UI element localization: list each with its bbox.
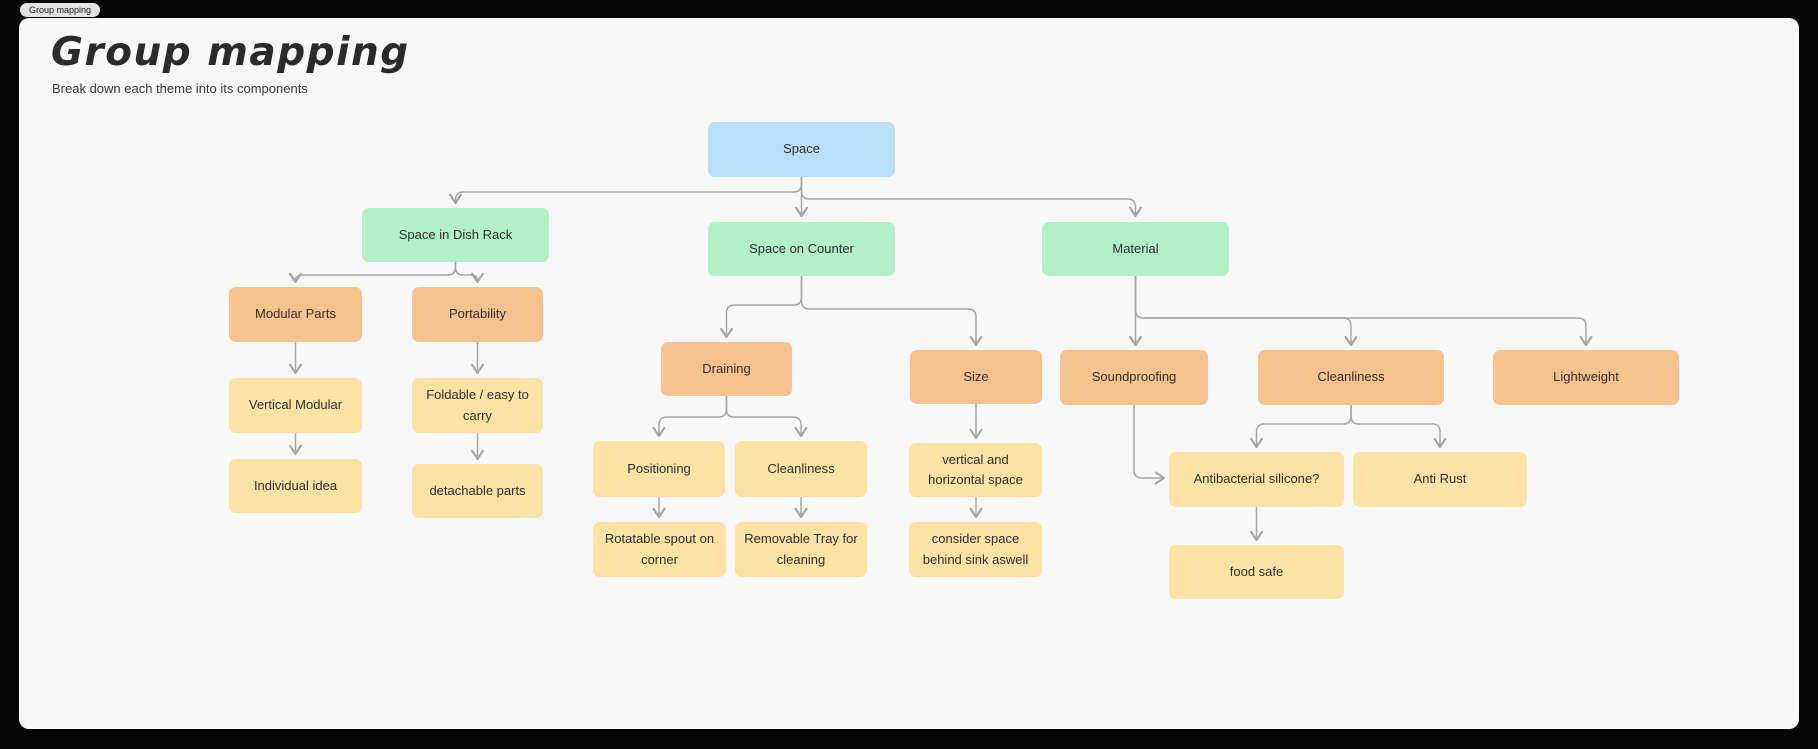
node-label: detachable parts [429,482,526,498]
node-rotatable-spout-on-corner[interactable]: Rotatable spout on corner [593,522,726,577]
board-tab-label: Group mapping [29,5,92,15]
node-antibacterial-silicone[interactable]: Antibacterial silicone? [1169,452,1344,507]
node-label: Portability [448,306,507,322]
node-label: Space on Counter [749,240,854,256]
node-modular-parts[interactable]: Modular Parts [229,287,362,342]
node-space-in-dish-rack[interactable]: Space in Dish Rack [362,208,549,262]
node-cleanliness-draining[interactable]: Cleanliness [735,441,867,497]
node-label: food safe [1229,563,1284,579]
node-foldable-easy-to-carry[interactable]: Foldable / easy to carry [412,378,543,433]
node-detachable-parts[interactable]: detachable parts [412,464,543,518]
node-individual-idea[interactable]: Individual idea [229,459,362,513]
node-label: Vertical Modular [248,397,343,413]
node-removable-tray[interactable]: Removable Tray for cleaning [735,522,867,577]
node-label: Foldable / easy to carry [426,387,529,423]
node-label: Lightweight [1553,369,1619,385]
node-label: Modular Parts [255,306,336,322]
node-label: consider space behind sink aswell [922,531,1029,567]
node-lightweight[interactable]: Lightweight [1493,350,1679,405]
node-label: Removable Tray for cleaning [744,531,858,567]
node-label: Individual idea [253,477,338,493]
board-title: Group mapping [51,30,410,75]
node-label: Size [963,368,989,384]
node-label: Cleanliness [767,460,835,476]
node-food-safe[interactable]: food safe [1169,545,1344,599]
node-anti-rust[interactable]: Anti Rust [1353,452,1527,507]
node-space[interactable]: Space [708,122,895,177]
node-label: Soundproofing [1091,369,1177,385]
board-subtitle: Break down each theme into its component… [52,81,308,96]
board-tab[interactable]: Group mapping [20,3,101,17]
node-positioning[interactable]: Positioning [593,441,725,497]
node-consider-space-behind-sink[interactable]: consider space behind sink aswell [909,522,1042,577]
node-space-on-counter[interactable]: Space on Counter [708,222,895,276]
node-size[interactable]: Size [910,350,1042,404]
board-header: Group mapping Break down each theme into… [51,30,410,96]
node-label: Draining [702,360,751,376]
node-label: Cleanliness [1317,369,1385,385]
node-portability[interactable]: Portability [412,287,543,342]
node-label: vertical and horizontal space [928,451,1023,487]
node-cleanliness-material[interactable]: Cleanliness [1258,350,1444,405]
node-label: Anti Rust [1413,471,1467,487]
node-label: Rotatable spout on corner [604,531,715,567]
node-label: Material [1112,240,1159,256]
node-material[interactable]: Material [1042,222,1229,276]
node-draining[interactable]: Draining [661,342,792,396]
node-label: Positioning [627,460,691,476]
node-label: Space [783,141,820,157]
node-vertical-horizontal-space[interactable]: vertical and horizontal space [909,443,1042,497]
node-label: Antibacterial silicone? [1193,471,1320,487]
node-label: Space in Dish Rack [398,226,513,242]
node-soundproofing[interactable]: Soundproofing [1060,350,1208,405]
node-vertical-modular[interactable]: Vertical Modular [229,378,362,433]
